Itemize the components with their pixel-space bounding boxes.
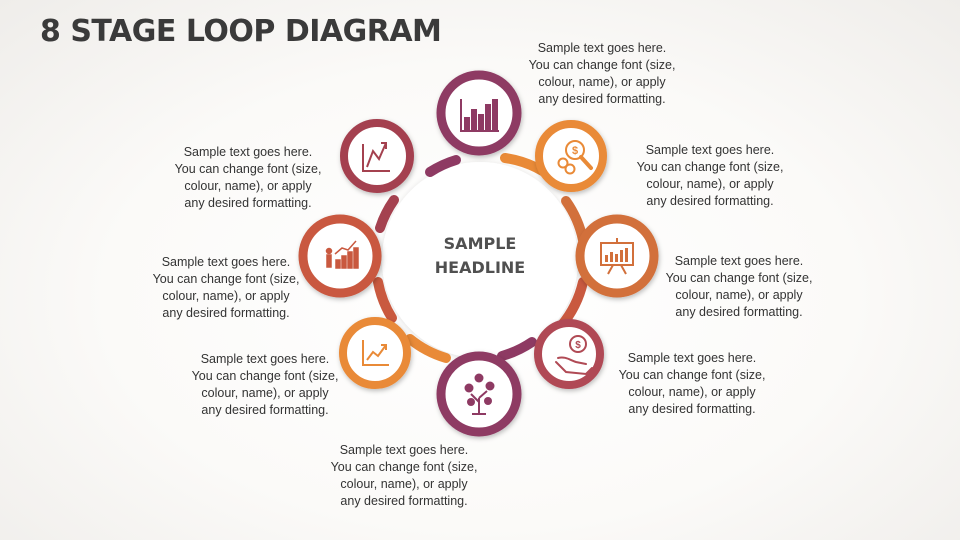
- stage-5-line-1: Sample text goes here.: [339, 443, 469, 457]
- stage-2-line-1: Sample text goes here.: [645, 143, 775, 157]
- stage-node-5: [436, 351, 522, 437]
- stage-7-line-2: You can change font (size,: [152, 272, 300, 286]
- stage-3-line-3: colour, name), or apply: [675, 288, 803, 302]
- stage-1-line-2: You can change font (size,: [528, 58, 676, 72]
- stage-8-line-2: You can change font (size,: [174, 162, 322, 176]
- stage-8-line-4: any desired formatting.: [184, 196, 312, 210]
- connector-arc-5: [405, 334, 451, 363]
- stage-5-line-4: any desired formatting.: [340, 494, 468, 508]
- stage-3-line-2: You can change font (size,: [665, 271, 813, 285]
- stage-node-1: [436, 70, 522, 156]
- stage-6-line-3: colour, name), or apply: [201, 386, 329, 400]
- presentation-board-icon: [600, 238, 634, 275]
- center-headline: SAMPLE HEADLINE: [400, 232, 560, 280]
- stage-1-line-3: colour, name), or apply: [538, 75, 666, 89]
- line-growth-chart-icon: [362, 340, 389, 366]
- stage-5-line-3: colour, name), or apply: [340, 477, 468, 491]
- stage-3-text: Sample text goes here. You can change fo…: [659, 253, 819, 321]
- money-tree-icon: [464, 373, 495, 415]
- connector-arc-4: [497, 337, 537, 361]
- stage-3-line-4: any desired formatting.: [675, 305, 803, 319]
- stage-5-text: Sample text goes here. You can change fo…: [324, 442, 484, 510]
- stage-node-6: [339, 317, 411, 389]
- stage-node-8: [340, 119, 414, 193]
- page-title: 8 STAGE LOOP DIAGRAM: [40, 14, 442, 49]
- stage-5-line-2: You can change font (size,: [330, 460, 478, 474]
- dollar-magnifier-icon: [557, 140, 593, 175]
- stage-node-2: $: [535, 120, 607, 192]
- stage-node-7: [298, 214, 382, 298]
- headline-line-1: SAMPLE: [443, 234, 517, 253]
- stage-4-text: Sample text goes here. You can change fo…: [612, 350, 772, 418]
- stage-7-line-3: colour, name), or apply: [162, 289, 290, 303]
- svg-text:$: $: [572, 145, 578, 157]
- stage-2-line-4: any desired formatting.: [646, 194, 774, 208]
- headline-line-2: HEADLINE: [434, 258, 526, 277]
- center-disc: [382, 162, 578, 358]
- stage-2-text: Sample text goes here. You can change fo…: [630, 142, 790, 210]
- stage-6-line-2: You can change font (size,: [191, 369, 339, 383]
- svg-text:$: $: [575, 340, 581, 351]
- stage-2-line-2: You can change font (size,: [636, 160, 784, 174]
- stage-8-line-3: colour, name), or apply: [184, 179, 312, 193]
- bar-chart-icon: [460, 99, 499, 132]
- connector-arc-7: [375, 195, 399, 233]
- stage-4-line-1: Sample text goes here.: [627, 351, 757, 365]
- person-growth-chart-icon: [325, 240, 359, 269]
- stage-3-line-1: Sample text goes here.: [674, 254, 804, 268]
- stage-6-line-1: Sample text goes here.: [200, 352, 330, 366]
- stage-4-line-3: colour, name), or apply: [628, 385, 756, 399]
- stage-2-line-3: colour, name), or apply: [646, 177, 774, 191]
- connector-arc-8: [425, 155, 461, 177]
- stage-6-line-4: any desired formatting.: [201, 403, 329, 417]
- stage-7-line-1: Sample text goes here.: [161, 255, 291, 269]
- stage-7-line-4: any desired formatting.: [162, 306, 290, 320]
- stage-8-line-1: Sample text goes here.: [183, 145, 313, 159]
- stage-1-line-4: any desired formatting.: [538, 92, 666, 106]
- stage-1-text: Sample text goes here. You can change fo…: [522, 40, 682, 108]
- stage-6-text: Sample text goes here. You can change fo…: [185, 351, 345, 419]
- stage-4-line-2: You can change font (size,: [618, 368, 766, 382]
- stage-4-line-4: any desired formatting.: [628, 402, 756, 416]
- stage-7-text: Sample text goes here. You can change fo…: [146, 254, 306, 322]
- connector-arc-6: [373, 277, 397, 323]
- stage-node-4: $: [534, 319, 604, 389]
- stage-8-text: Sample text goes here. You can change fo…: [168, 144, 328, 212]
- stage-node-3: [575, 214, 659, 298]
- zigzag-arrow-chart-icon: [362, 142, 390, 172]
- hand-coin-icon: [555, 335, 593, 376]
- stage-1-line-1: Sample text goes here.: [537, 41, 667, 55]
